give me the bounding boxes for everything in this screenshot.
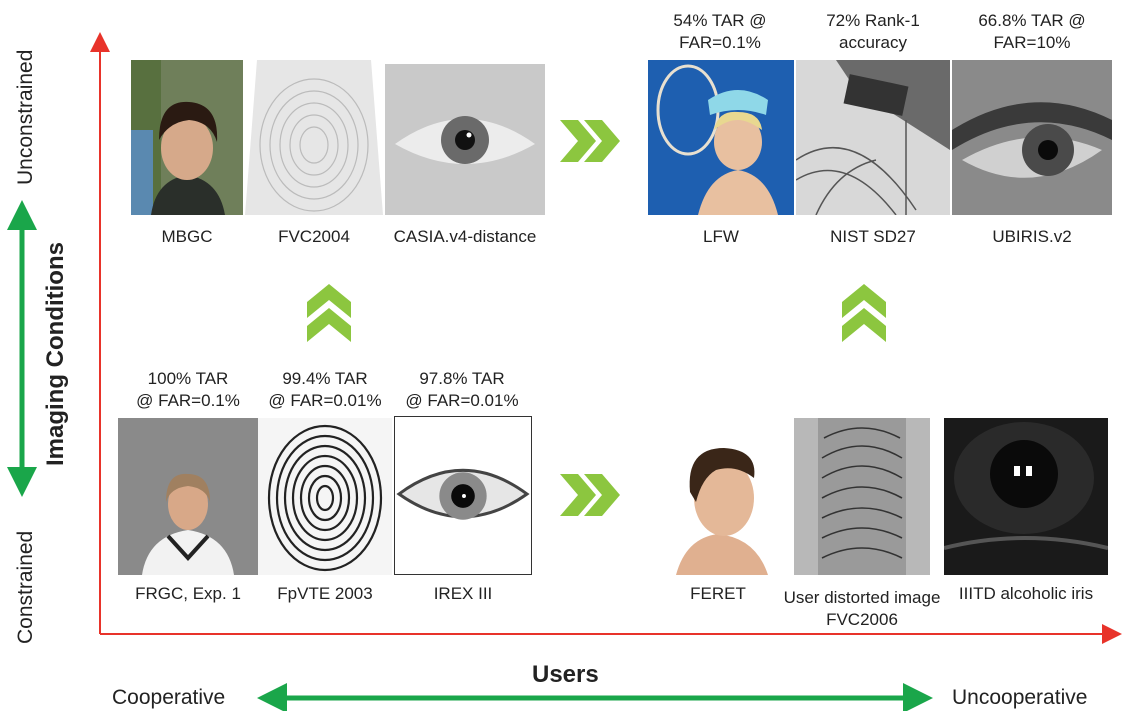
image-label: FVC2004 [278, 227, 350, 246]
x-right-label: Uncooperative [952, 686, 1088, 709]
eye-icon [394, 416, 532, 575]
face-photo-icon [656, 418, 780, 575]
chevron-up-right [842, 284, 886, 342]
fingerprint-icon [258, 418, 392, 575]
image-label: CASIA.v4-distance [393, 227, 537, 246]
face-photo-icon [648, 60, 794, 215]
x-left-label: Cooperative [112, 686, 226, 709]
y-title: Imaging Conditions [42, 242, 69, 466]
image-label: MBGC [161, 227, 213, 246]
x-title: Users [532, 661, 599, 688]
metric-text: 54% TAR @FAR=0.1% [673, 11, 767, 52]
image-label: FRGC, Exp. 1 [135, 584, 241, 603]
fingerprint-icon [794, 418, 930, 575]
metric-text: 97.8% TAR@ FAR=0.01% [405, 369, 519, 410]
chevron-right-top [560, 120, 620, 162]
eye-icon [944, 418, 1108, 575]
chevron-up-left [307, 284, 351, 342]
chevron-right-bottom [560, 474, 620, 516]
face-photo-icon [118, 418, 258, 575]
eye-icon [385, 64, 545, 215]
image-label: UBIRIS.v2 [992, 227, 1072, 246]
image-label: NIST SD27 [830, 227, 916, 246]
metric-text: 66.8% TAR @FAR=10% [978, 11, 1086, 52]
image-label: IREX III [433, 584, 493, 603]
metric-text: 99.4% TAR@ FAR=0.01% [268, 369, 382, 410]
y-bottom-label: Constrained [14, 530, 37, 644]
fingerprint-icon [245, 60, 383, 215]
fingerprint-icon [796, 60, 950, 215]
image-label: IIITD alcoholic iris [958, 584, 1094, 603]
image-label: FpVTE 2003 [277, 584, 373, 603]
face-photo-icon [131, 60, 243, 215]
image-label: LFW [703, 227, 739, 246]
y-top-label: Unconstrained [14, 49, 37, 185]
metric-text: 100% TAR@ FAR=0.1% [136, 369, 240, 410]
eye-icon [952, 60, 1112, 215]
image-label: FERET [690, 584, 746, 603]
